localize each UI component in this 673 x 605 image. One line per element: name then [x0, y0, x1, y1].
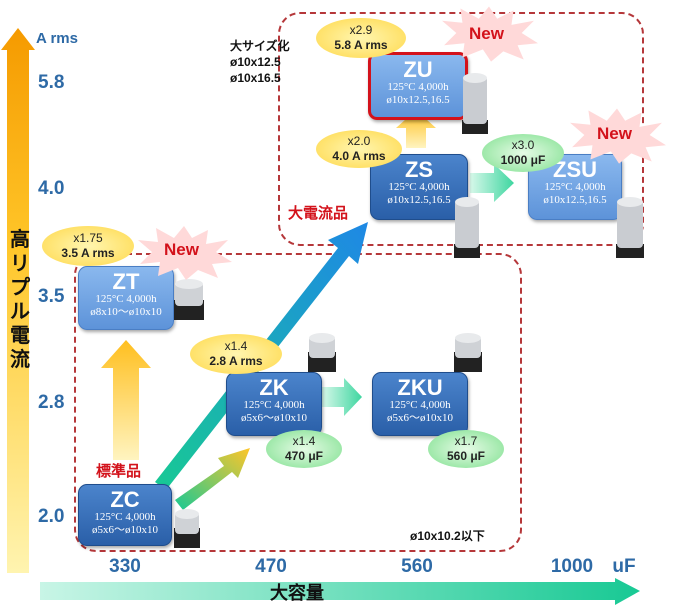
capacitor-icon: [462, 73, 488, 134]
y-axis-arrow: [1, 28, 35, 573]
bubble-value: 5.8 A rms: [334, 38, 388, 52]
bubble-value: 560 μF: [446, 449, 486, 463]
product-size: ø10x12.5,16.5: [543, 194, 607, 206]
y-axis-unit: A rms: [36, 30, 78, 47]
product-zku[interactable]: ZKU 125°C 4,000h ø5x6～ø10x10: [372, 372, 468, 436]
new-starburst: [570, 108, 666, 164]
capacitor-icon: [308, 333, 336, 372]
bubble-value: 4.0 A rms: [332, 149, 386, 163]
high-current-label: 大電流品: [288, 205, 349, 222]
bubble-mult: x1.75: [73, 231, 103, 245]
capacitor-icon: [454, 333, 482, 372]
bubble-zu: x2.9 5.8 A rms: [316, 18, 406, 58]
bubble-zt: x1.75 3.5 A rms: [42, 226, 134, 266]
bubble-value: 3.5 A rms: [61, 246, 115, 260]
y-title-char: 電: [10, 325, 30, 347]
bubble-mult: x2.9: [349, 23, 373, 37]
diagonal-arrow-zc-zk: [175, 448, 250, 510]
new-label: New: [469, 24, 504, 43]
product-spec: 125°C 4,000h: [94, 511, 156, 523]
bubble-value: 2.8 A rms: [209, 354, 263, 368]
bubble-value: 1000 μF: [500, 153, 546, 167]
bubble-mult: x2.0: [347, 134, 371, 148]
product-zu[interactable]: ZU 125°C 4,000h ø10x12.5,16.5: [368, 52, 468, 120]
y-tick-3-5: 3.5: [38, 286, 65, 307]
y-axis-title: 高 リ プ ル 電 流: [8, 228, 32, 372]
new-label: New: [597, 124, 632, 143]
x-tick-1000: 1000: [550, 556, 594, 577]
bubble-zs: x2.0 4.0 A rms: [316, 130, 402, 168]
product-spec: 125°C 4,000h: [243, 399, 305, 411]
standard-label: 標準品: [96, 463, 142, 480]
x-axis-arrow: [40, 578, 640, 605]
bubble-mult: x1.4: [292, 434, 316, 448]
y-tick-5-8: 5.8: [38, 72, 65, 93]
product-spec: 125°C 4,000h: [95, 293, 157, 305]
y-title-char: リ: [10, 253, 30, 275]
x-axis-unit: uF: [612, 556, 636, 577]
product-spec: 125°C 4,000h: [389, 399, 451, 411]
large-size-label: 大サイズ化 ø10x12.5 ø10x16.5: [230, 38, 290, 86]
y-title-char: プ: [10, 277, 30, 299]
product-name: ZK: [259, 375, 289, 400]
product-name: ZS: [404, 157, 434, 182]
x-tick-330: 330: [109, 556, 141, 577]
size-limit-label: ø10x10.2以下: [410, 529, 485, 543]
large-size-title: 大サイズ化: [230, 39, 290, 53]
product-size: ø8x10～ø10x10: [90, 306, 162, 318]
y-tick-2-8: 2.8: [38, 392, 65, 413]
bubble-mult: x1.7: [454, 434, 478, 448]
product-zs[interactable]: ZS 125°C 4,000h ø10x12.5,16.5: [370, 154, 468, 220]
product-spec: 125°C 4,000h: [387, 81, 449, 93]
product-name: ZSU: [553, 157, 597, 182]
bubble-zk-capacity: x1.4 470 μF: [266, 430, 342, 468]
product-size: ø5x6～ø10x10: [241, 412, 307, 424]
bubble-mult: x3.0: [511, 138, 535, 152]
bubble-zsu-capacity: x3.0 1000 μF: [482, 134, 564, 172]
product-name: ZT: [112, 269, 140, 294]
product-size: ø10x12.5,16.5: [387, 194, 451, 206]
y-title-char: 流: [10, 349, 30, 371]
new-starburst: [442, 6, 538, 62]
large-size-dim: ø10x16.5: [230, 71, 281, 85]
x-tick-560: 560: [401, 556, 433, 577]
product-size: ø10x12.5,16.5: [386, 94, 450, 106]
product-zsu[interactable]: ZSU 125°C 4,000h ø10x12.5,16.5: [528, 154, 622, 220]
right-arrow-zs-zsu: [470, 164, 514, 202]
product-zt[interactable]: ZT 125°C 4,000h ø8x10～ø10x10: [78, 266, 174, 330]
product-zc[interactable]: ZC 125°C 4,000h ø5x6～ø10x10: [78, 484, 172, 546]
bubble-value: 470 μF: [284, 449, 324, 463]
y-tick-2-0: 2.0: [38, 506, 65, 527]
bubble-mult: x1.4: [224, 339, 248, 353]
product-name: ZKU: [397, 375, 443, 400]
capacitor-icon: [174, 509, 200, 548]
y-tick-4-0: 4.0: [38, 178, 65, 199]
right-arrow-zk-zku: [322, 378, 362, 416]
product-size: ø5x6～ø10x10: [387, 412, 453, 424]
x-axis-title: 大容量: [270, 583, 324, 603]
product-name: ZU: [403, 57, 433, 82]
capacitor-icon: [174, 279, 204, 320]
product-size: ø5x6～ø10x10: [92, 524, 158, 536]
large-size-dim: ø10x12.5: [230, 55, 281, 69]
new-starburst: [138, 226, 232, 280]
bubble-zk: x1.4 2.8 A rms: [190, 334, 282, 374]
capacitor-icon: [454, 197, 480, 258]
standard-region: [74, 253, 522, 552]
y-title-char: 高: [10, 229, 30, 251]
product-spec: 125°C 4,000h: [388, 181, 450, 193]
product-zk[interactable]: ZK 125°C 4,000h ø5x6～ø10x10: [226, 372, 322, 436]
bubble-zku-capacity: x1.7 560 μF: [428, 430, 504, 468]
capacitor-icon: [616, 197, 644, 258]
product-name: ZC: [110, 487, 140, 512]
new-label: New: [164, 240, 199, 259]
y-title-char: ル: [10, 301, 30, 323]
x-tick-470: 470: [255, 556, 287, 577]
product-spec: 125°C 4,000h: [544, 181, 606, 193]
up-arrow-zc-zt: [101, 340, 151, 460]
